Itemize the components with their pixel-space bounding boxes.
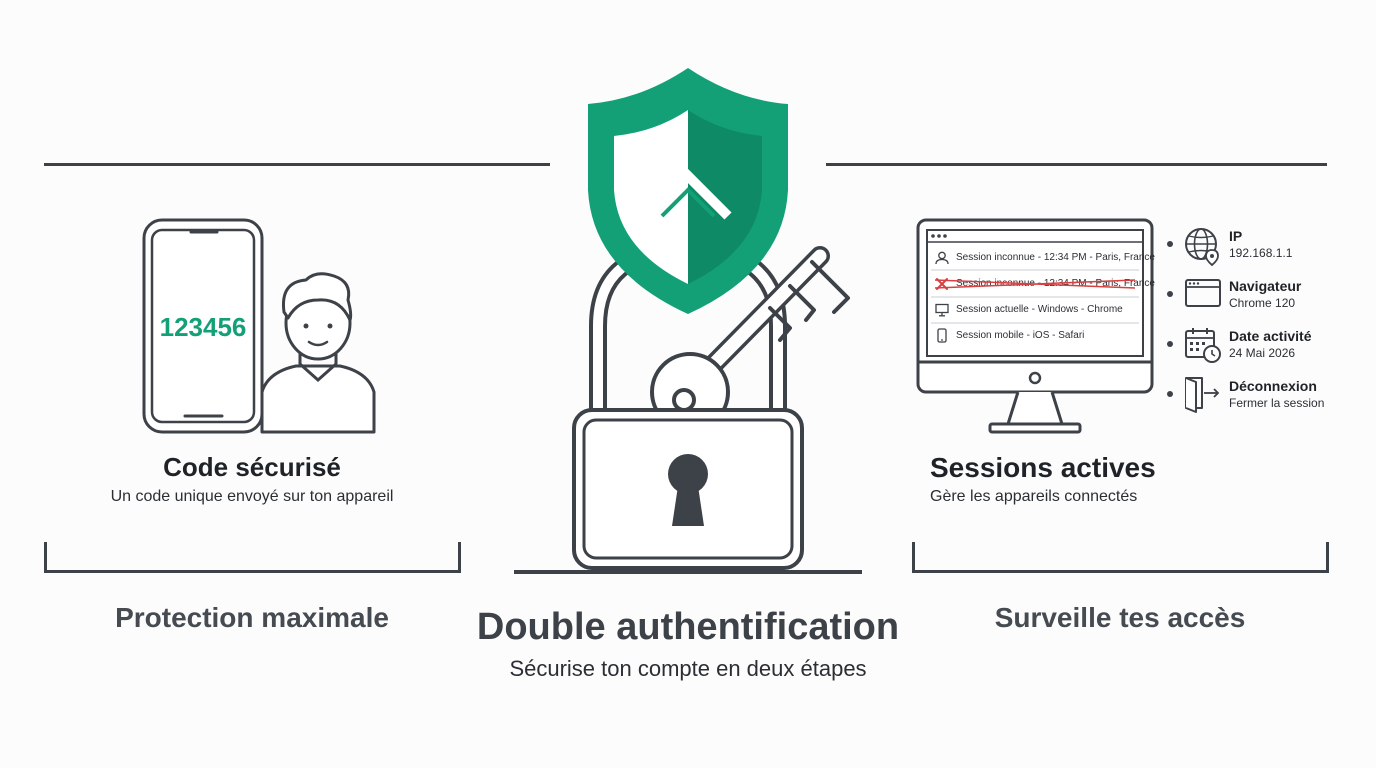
right-caption: Surveille tes accès — [994, 602, 1246, 633]
left-bracket — [44, 542, 461, 573]
session-row[interactable]: Session mobile - iOS - Safari — [931, 326, 1139, 346]
bullet-dot — [1167, 341, 1173, 347]
info-item-logout[interactable]: Déconnexion Fermer la session — [1166, 376, 1366, 416]
right-bracket — [912, 542, 1329, 573]
info-value: Chrome 120 — [1229, 296, 1296, 310]
session-row-text: Session actuelle - Windows - Chrome — [956, 304, 1123, 315]
top-rule-left — [44, 163, 550, 166]
left-caption: Protection maximale — [115, 602, 389, 633]
left-subtitle: Un code unique envoyé sur ton appareil — [110, 488, 394, 505]
session-row-text: Session mobile - iOS - Safari — [956, 330, 1085, 341]
browser-window-icon — [1185, 279, 1221, 307]
mobile-icon — [937, 328, 947, 343]
info-label: IP — [1229, 228, 1243, 244]
calendar-clock-icon — [1185, 328, 1221, 363]
info-value: Fermer la session — [1229, 396, 1325, 410]
right-title: Sessions actives — [930, 452, 1156, 483]
info-value: 24 Mai 2026 — [1229, 346, 1296, 360]
session-row-revoked[interactable]: Session inconnue - 12:34 PM - Paris, Fra… — [931, 274, 1155, 294]
info-item-date: Date activité 24 Mai 2026 — [1166, 326, 1366, 366]
globe-location-icon — [1185, 228, 1219, 267]
info-label: Navigateur — [1229, 278, 1302, 294]
session-row[interactable]: Session inconnue - 12:34 PM - Paris, Fra… — [931, 248, 1155, 268]
info-label: Date activité — [1229, 328, 1312, 344]
info-label: Déconnexion — [1229, 378, 1317, 394]
bullet-dot — [1167, 241, 1173, 247]
center-title: Double authentification — [476, 606, 900, 648]
session-row-text: Session inconnue - 12:34 PM - Paris, Fra… — [956, 252, 1155, 263]
strike-through-mark — [934, 279, 1136, 289]
info-item-ip: IP 192.168.1.1 — [1166, 226, 1366, 267]
top-rule-right — [826, 163, 1327, 166]
info-value: 192.168.1.1 — [1229, 246, 1293, 260]
desktop-icon — [935, 303, 949, 317]
center-subtitle: Sécurise ton compte en deux étapes — [509, 656, 867, 681]
user-icon — [935, 251, 949, 265]
bullet-dot — [1167, 391, 1173, 397]
right-subtitle: Gère les appareils connectés — [930, 488, 1138, 505]
logout-door-icon[interactable] — [1184, 376, 1224, 416]
left-title: Code sécurisé — [163, 452, 341, 482]
info-item-browser: Navigateur Chrome 120 — [1166, 276, 1366, 316]
otp-code: 123456 — [159, 312, 247, 342]
bullet-dot — [1167, 291, 1173, 297]
session-row[interactable]: Session actuelle - Windows - Chrome — [931, 300, 1139, 320]
